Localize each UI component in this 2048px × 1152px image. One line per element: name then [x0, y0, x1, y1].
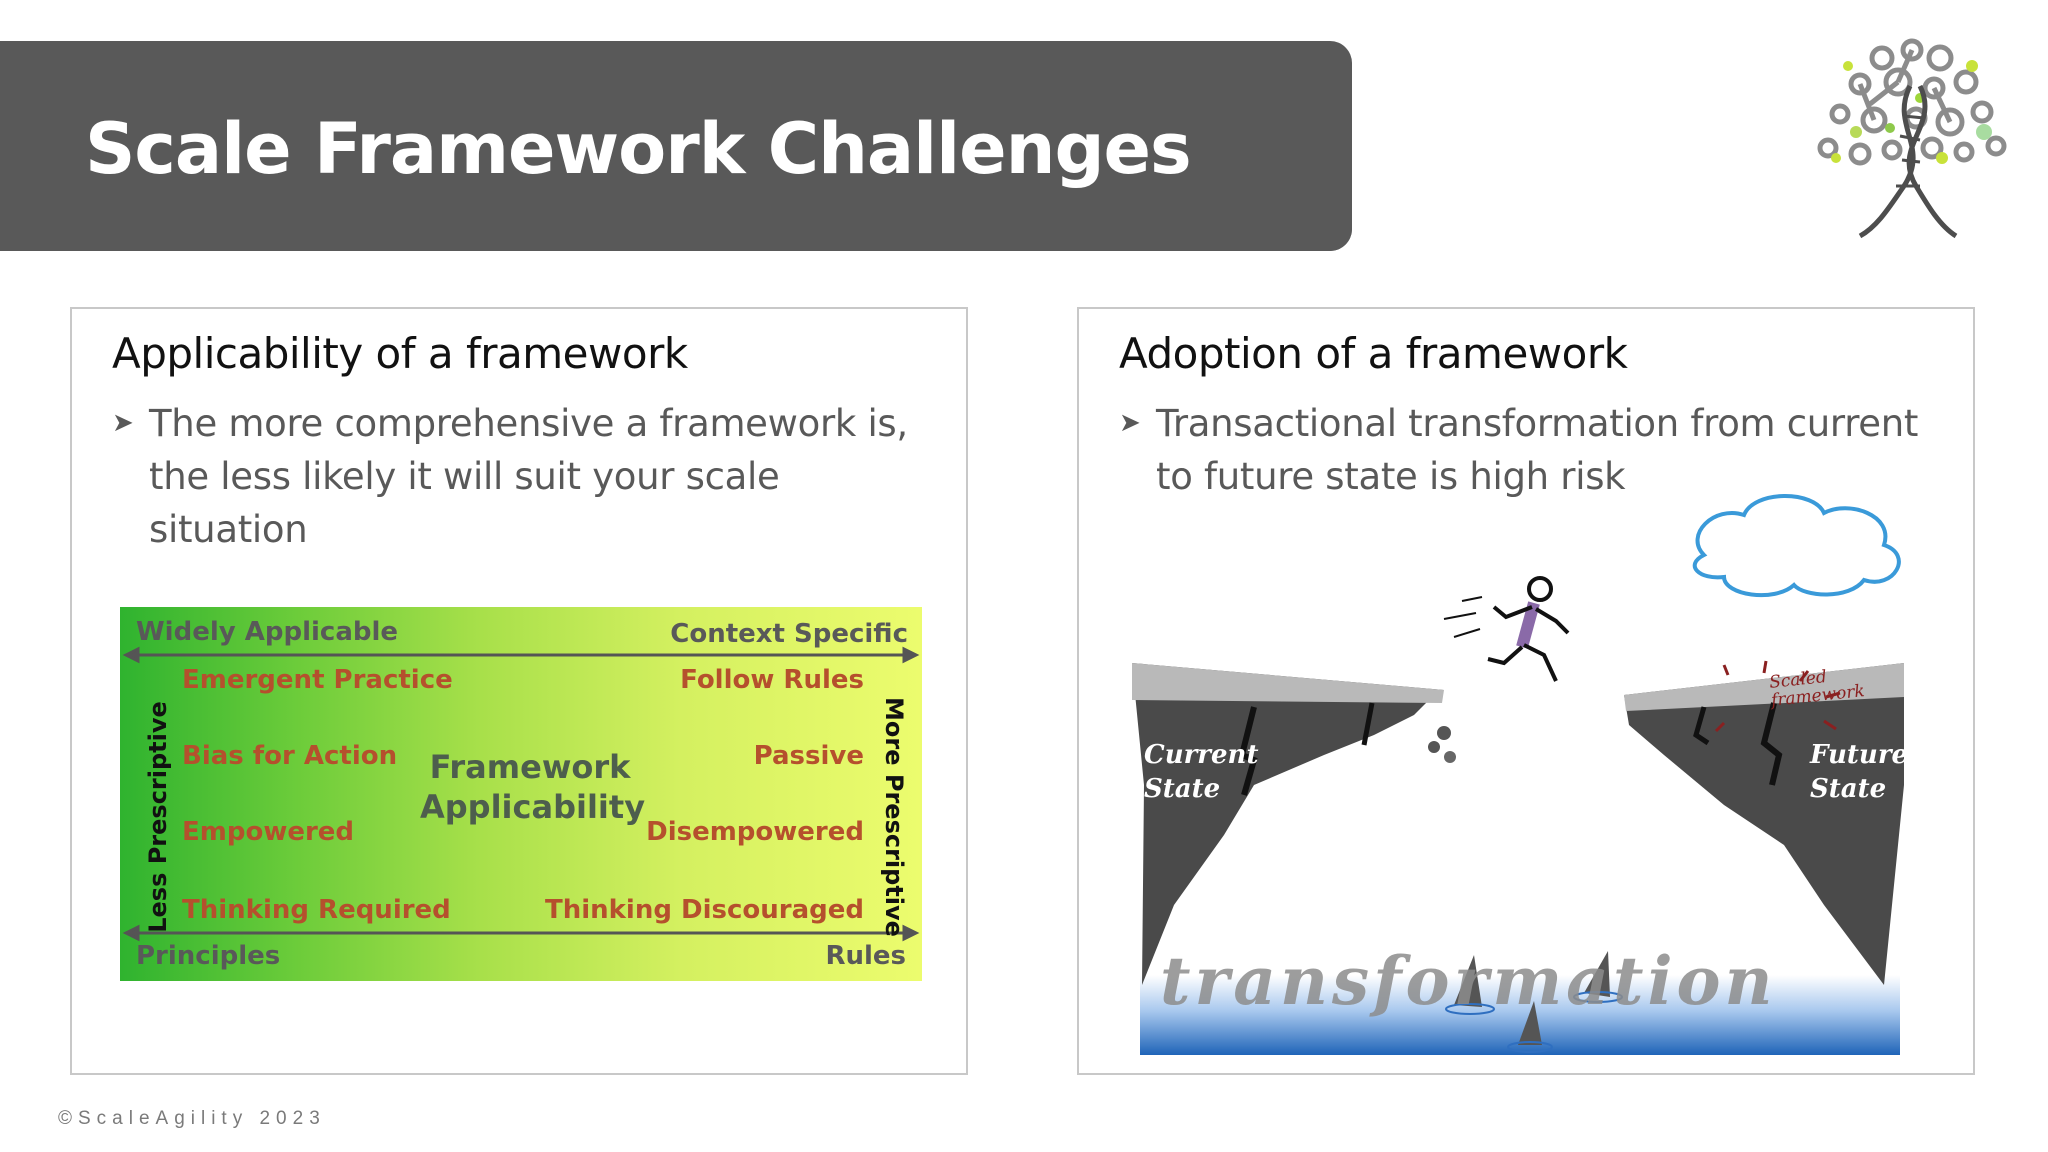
more-prescriptive-label: More Prescriptive — [880, 697, 909, 937]
right-cliff — [1624, 663, 1904, 985]
right-item: Follow Rules — [680, 665, 864, 695]
left-item: Thinking Required — [182, 895, 451, 925]
current-state-label: Current State — [1144, 738, 1258, 806]
less-prescriptive-label: Less Prescriptive — [143, 701, 172, 933]
adoption-bullet-text: Transactional transformation from curren… — [1156, 402, 1919, 498]
scaleagility-tree-logo — [1817, 38, 2007, 239]
copyright-footer: ©ScaleAgility 2023 — [58, 1108, 326, 1129]
left-item: Bias for Action — [182, 741, 398, 771]
bullet-arrow-icon: ➤ — [112, 408, 134, 438]
chart-center-label: Framework Applicability — [420, 747, 646, 827]
framework-applicability-chart: Widely Applicable Context Specific Princ… — [120, 607, 922, 981]
slide-title: Scale Framework Challenges — [85, 108, 1192, 190]
cliff-jump-illustration — [1132, 494, 1904, 1055]
state-word: State — [1810, 774, 1887, 804]
top-left-label: Widely Applicable — [136, 617, 399, 647]
applicability-bullet: ➤ The more comprehensive a framework is,… — [112, 397, 932, 556]
adoption-heading: Adoption of a framework — [1119, 329, 1628, 378]
right-item: Passive — [753, 741, 864, 771]
bottom-left-label: Principles — [136, 941, 281, 971]
bullet-arrow-icon: ➤ — [1119, 408, 1141, 438]
right-item: Disempowered — [646, 817, 864, 847]
shark-fins-icon — [1454, 951, 1610, 1045]
adoption-bullet: ➤ Transactional transformation from curr… — [1119, 397, 1939, 503]
top-right-label: Context Specific — [670, 619, 908, 649]
applicability-bullet-text: The more comprehensive a framework is, t… — [149, 402, 908, 551]
future-word: Future — [1810, 740, 1909, 770]
center-line-1: Framework — [429, 748, 631, 786]
jumping-person-icon — [1443, 576, 1570, 682]
title-bar — [0, 41, 1352, 251]
title-bar-bottom — [0, 211, 1352, 251]
left-cliff — [1132, 663, 1444, 985]
current-word: Current — [1144, 740, 1259, 770]
transformation-water-text: transformation — [1160, 942, 1777, 1020]
right-item: Thinking Discouraged — [544, 895, 864, 925]
center-line-2: Applicability — [420, 788, 646, 826]
chart-arrows — [122, 646, 920, 942]
left-item: Emergent Practice — [182, 665, 453, 695]
applicability-heading: Applicability of a framework — [112, 329, 688, 378]
state-word: State — [1144, 774, 1221, 804]
scaled-framework-sign-burst — [1714, 660, 1841, 733]
left-item: Empowered — [182, 817, 355, 847]
bottom-right-label: Rules — [825, 941, 906, 971]
future-state-label: Future State — [1810, 738, 1908, 806]
cloud-icon — [1692, 494, 1901, 598]
applicability-panel: Applicability of a framework ➤ The more … — [70, 307, 968, 1075]
